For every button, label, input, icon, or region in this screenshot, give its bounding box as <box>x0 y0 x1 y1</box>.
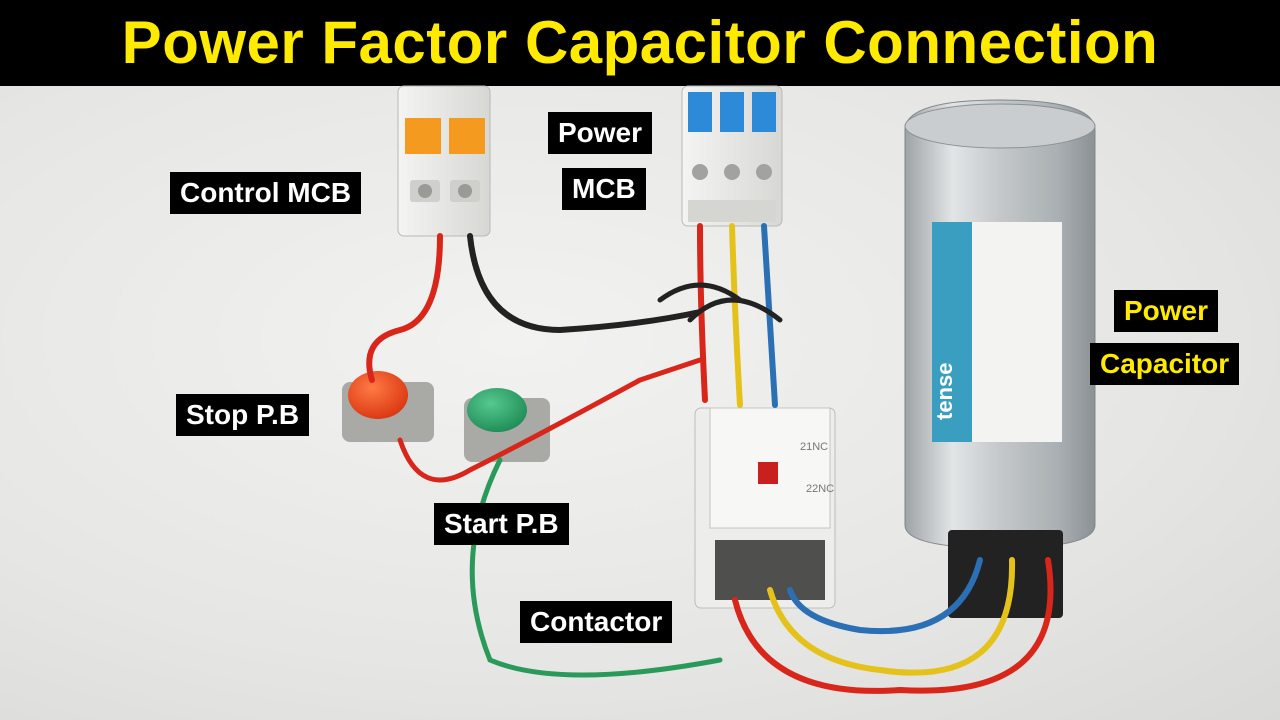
label-start-pb: Start P.B <box>434 503 569 545</box>
label-contactor: Contactor <box>520 601 673 643</box>
page-title: Power Factor Capacitor Connection <box>121 9 1159 76</box>
stop-push-button <box>342 371 434 442</box>
title-banner: Power Factor Capacitor Connection <box>0 0 1280 86</box>
start-push-button <box>464 388 550 462</box>
label-power-capacitor-line1: Power <box>1114 290 1219 332</box>
label-mcb: MCB <box>562 168 646 210</box>
label-control-mcb: Control MCB <box>170 172 362 214</box>
wiring <box>366 223 1054 694</box>
contactor-21nc: 21NC <box>800 441 828 453</box>
contactor: 21NC 22NC <box>694 407 836 609</box>
contactor-22nc: 22NC <box>806 483 834 495</box>
control-mcb <box>397 85 491 237</box>
label-power-capacitor-line2: Capacitor <box>1090 343 1240 385</box>
label-stop-pb: Stop P.B <box>176 394 310 436</box>
capacitor-brand: tense <box>932 363 957 420</box>
label-power: Power <box>548 112 653 154</box>
power-mcb <box>681 85 783 227</box>
power-capacitor: tense <box>904 99 1096 618</box>
